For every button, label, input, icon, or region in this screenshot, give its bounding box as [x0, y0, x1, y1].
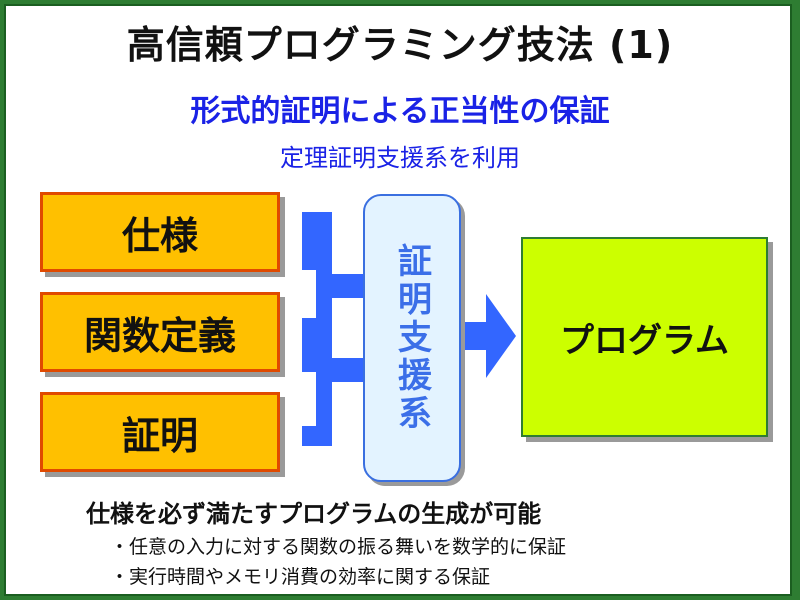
proof-assistant-label: 証明支援系	[391, 243, 432, 433]
program-box: プログラム	[521, 237, 768, 437]
slide-subsubtitle: 定理証明支援系を利用	[280, 144, 520, 172]
flow-arrows	[302, 212, 516, 446]
merge-arrow-shape	[302, 212, 363, 446]
bullet-item: ・任意の入力に対する関数の振る舞いを数学的に保証	[110, 536, 567, 558]
input-box-label: 仕様	[121, 213, 198, 258]
input-box-function-def: 関数定義	[40, 292, 280, 372]
proof-assistant-box: 証明支援系	[363, 194, 461, 482]
output-arrow-shape	[461, 294, 516, 378]
program-label: プログラム	[560, 320, 729, 361]
input-box-label: 関数定義	[83, 313, 236, 358]
result-statement: 仕様を必ず満たすプログラムの生成が可能	[86, 500, 542, 528]
slide-title: 高信頼プログラミング技法 (1)	[126, 23, 674, 67]
bullet-item: ・実行時間やメモリ消費の効率に関する保証	[110, 566, 491, 588]
input-box-label: 証明	[121, 413, 198, 458]
input-box-spec: 仕様	[40, 192, 280, 272]
input-box-proof: 証明	[40, 392, 280, 472]
slide: 高信頼プログラミング技法 (1) 形式的証明による正当性の保証 定理証明支援系を…	[4, 4, 792, 596]
slide-subtitle: 形式的証明による正当性の保証	[190, 94, 610, 129]
